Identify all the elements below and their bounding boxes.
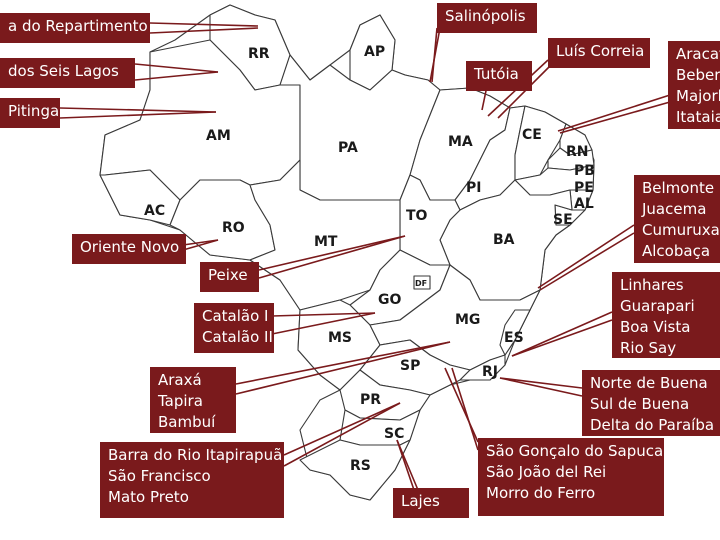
state-label-MT: MT [314, 234, 338, 250]
label-line: Peixe [208, 266, 248, 284]
label-seis-lagos: dos Seis Lagos [0, 58, 135, 88]
label-luis-correia: Luís Correia [548, 38, 650, 68]
state-label-PE: PE [574, 180, 594, 196]
label-line: Barra do Rio Itapirapuã [108, 446, 283, 464]
label-line: Alcobaça [642, 242, 711, 260]
state-label-PB: PB [574, 163, 595, 179]
label-line: Mato Preto [108, 488, 189, 506]
label-line: Tapira [158, 392, 203, 410]
label-line: a do Repartimento [8, 17, 148, 35]
label-aracati: AracatBeberiMajorlItataia [668, 41, 720, 129]
label-line: Bambuí [158, 413, 216, 431]
label-line: Linhares [620, 276, 684, 294]
state-label-SE: SE [553, 212, 573, 228]
state-label-CE: CE [522, 127, 542, 143]
label-line: Morro do Ferro [486, 484, 596, 502]
label-line: São Francisco [108, 467, 211, 485]
label-line: Itataia [676, 108, 720, 126]
state-label-AL: AL [574, 196, 594, 212]
state-label-RJ: RJ [482, 364, 498, 380]
label-line: Boa Vista [620, 318, 691, 336]
label-oriente-novo: Oriente Novo [72, 234, 186, 264]
label-tutoia: Tutóia [466, 61, 532, 91]
label-line: Juacema [642, 200, 707, 218]
pointer-lines [59, 22, 671, 491]
state-label-PI: PI [466, 180, 481, 196]
label-line: Majorl [676, 87, 720, 105]
state-CE [514, 105, 567, 181]
label-salinopolis: Salinópolis [437, 3, 537, 33]
label-catalao: Catalão I Catalão II [194, 303, 274, 353]
state-label-SC: SC [384, 426, 404, 442]
state-RJ [459, 354, 506, 381]
label-line: Beberi [676, 66, 720, 84]
state-label-SP: SP [400, 358, 420, 374]
label-line: Sul de Buena [590, 395, 690, 413]
state-label-PR: PR [360, 392, 381, 408]
state-label-MG: MG [455, 312, 480, 328]
label-line: São João del Rei [486, 463, 607, 481]
label-line: Oriente Novo [80, 238, 180, 256]
label-line: Salinópolis [445, 7, 526, 25]
state-label-DF: DF [415, 279, 427, 288]
label-line: Luís Correia [556, 42, 645, 60]
label-line: Aracat [676, 45, 720, 63]
state-DF [413, 275, 431, 290]
label-repartimento: a do Repartimento [0, 13, 150, 43]
state-label-MA: MA [448, 134, 473, 150]
label-line: Araxá [158, 371, 202, 389]
state-label-AM: AM [206, 128, 231, 144]
label-line: Lajes [401, 492, 440, 510]
label-line: Delta do Paraíba [590, 416, 715, 434]
label-line: Catalão I [202, 307, 269, 325]
state-label-GO: GO [378, 292, 401, 308]
label-line: Pitinga [8, 102, 60, 120]
label-line: São Gonçalo do Sapucaí [486, 442, 668, 460]
label-line: Rio Say [620, 339, 677, 357]
label-peixe: Peixe [200, 262, 259, 292]
state-label-RS: RS [350, 458, 371, 474]
label-line: Guarapari [620, 297, 695, 315]
label-line: Belmonte [642, 179, 715, 197]
label-line: dos Seis Lagos [8, 62, 119, 80]
state-label-AC: AC [144, 203, 165, 219]
label-line: Catalão II [202, 328, 273, 346]
state-RS [299, 439, 411, 501]
state-label-TO: TO [406, 208, 428, 224]
state-label-MS: MS [328, 330, 352, 346]
label-lajes: Lajes [393, 488, 469, 518]
state-label-RR: RR [248, 46, 270, 62]
state-label-PA: PA [338, 140, 358, 156]
state-label-RO: RO [222, 220, 245, 236]
state-label-BA: BA [493, 232, 515, 248]
state-label-AP: AP [364, 44, 385, 60]
label-line: Cumuruxat [642, 221, 720, 239]
label-pitinga: Pitinga [0, 98, 60, 128]
state-label-RN: RN [566, 144, 589, 160]
label-line: Norte de Buena [590, 374, 708, 392]
state-label-ES: ES [504, 330, 524, 346]
label-line: Tutóia [474, 65, 519, 83]
